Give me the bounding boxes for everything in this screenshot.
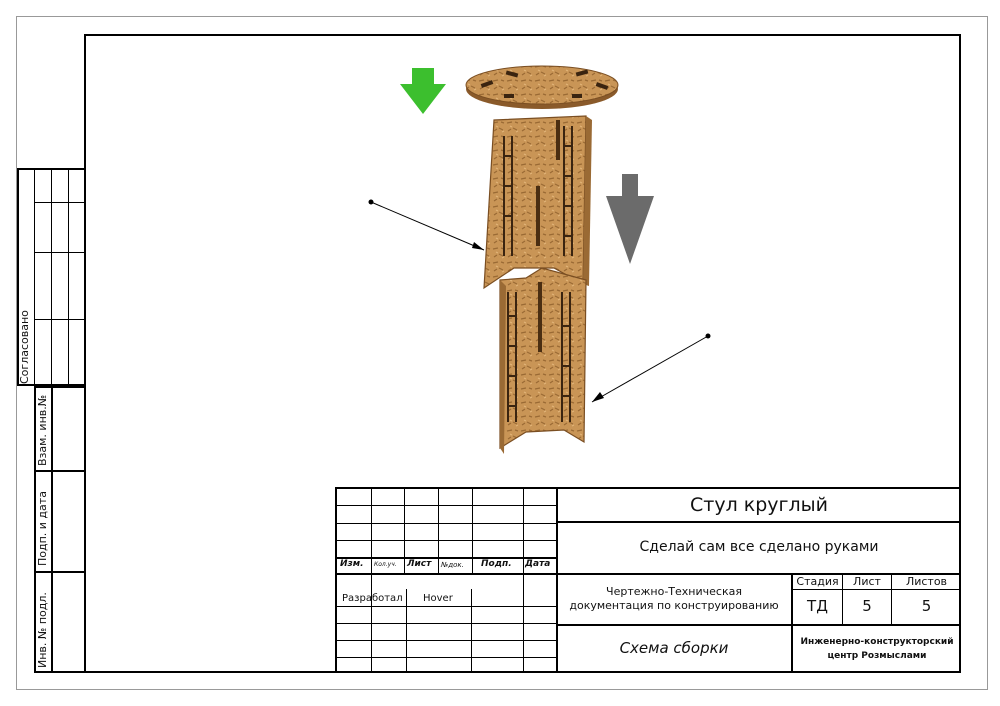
title-block: Изм. Кол.уч. Лист №док. Подп. Дата Разра… bbox=[335, 487, 961, 673]
vzam-inv-label: Взам. инв.№ bbox=[36, 394, 49, 466]
agreed-label: Согласовано bbox=[18, 310, 31, 384]
upper-leg-panel bbox=[483, 115, 592, 290]
header-n-dok: №док. bbox=[441, 561, 464, 569]
developed-name: Hover bbox=[423, 593, 453, 604]
header-podp: Подп. bbox=[481, 559, 512, 569]
green-arrow-icon bbox=[400, 68, 446, 114]
header-izm: Изм. bbox=[340, 559, 364, 569]
header-data: Дата bbox=[525, 559, 551, 569]
organization-line2: центр Розмыслами bbox=[827, 651, 927, 661]
developed-label: Разработал bbox=[342, 593, 403, 604]
assembly-drawing bbox=[368, 65, 711, 454]
seat-disc bbox=[465, 65, 619, 109]
header-kol-uch: Кол.уч. bbox=[374, 561, 397, 568]
gray-arrow-icon bbox=[606, 174, 654, 264]
sheets-value: 5 bbox=[921, 597, 932, 615]
header-list: Лист bbox=[407, 559, 432, 569]
podp-data-label: Подп. и дата bbox=[36, 491, 49, 566]
inv-podl-label: Инв. № подл. bbox=[36, 592, 49, 668]
sheets-label: Листов bbox=[905, 575, 948, 588]
sheet-border bbox=[16, 16, 988, 690]
lower-leg-panel bbox=[499, 267, 587, 454]
organization-line1: Инженерно-конструкторский bbox=[800, 637, 954, 647]
inventory-strip bbox=[34, 386, 85, 673]
sheet-value: 5 bbox=[862, 597, 872, 615]
stage-label: Стадия bbox=[796, 575, 839, 588]
document-title: Стул круглый bbox=[689, 494, 829, 516]
leader-line-lower bbox=[591, 333, 711, 403]
drawing-name: Схема сборки bbox=[619, 639, 729, 657]
document-subtitle: Сделай сам все сделано руками bbox=[639, 539, 879, 555]
stage-value: ТД bbox=[807, 597, 828, 615]
documentation-type-line1: Чертежно-Техническая bbox=[606, 585, 742, 598]
leader-line-upper bbox=[368, 199, 485, 251]
sheet-label: Лист bbox=[853, 575, 881, 588]
documentation-type-line2: документация по конструированию bbox=[569, 599, 779, 612]
